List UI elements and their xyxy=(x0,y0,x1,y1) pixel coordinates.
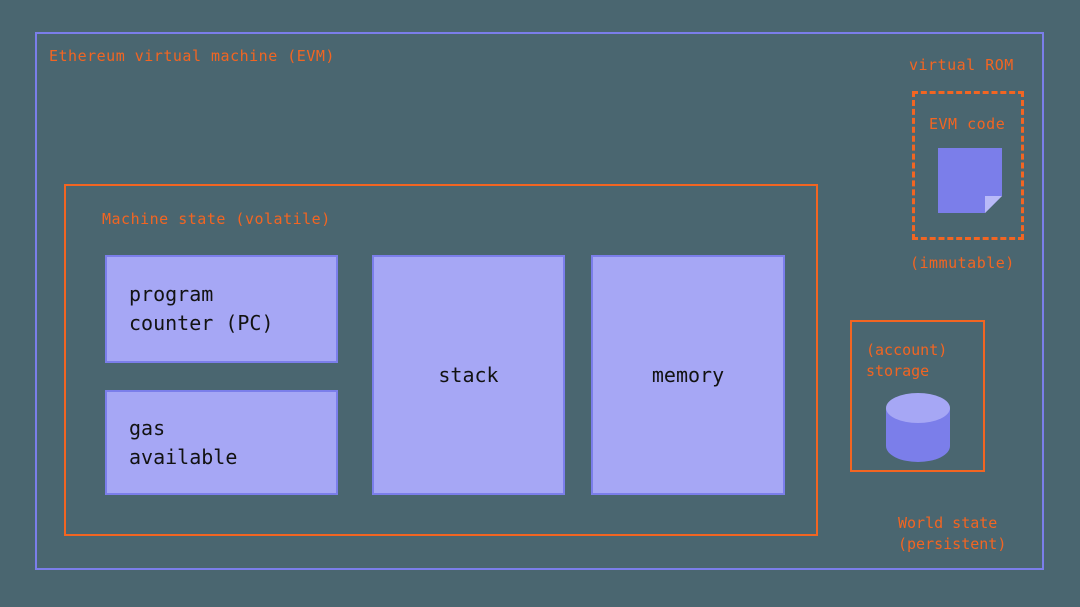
world-state-label: World state (persistent) xyxy=(898,514,1007,553)
memory-box: memory xyxy=(591,255,785,495)
account-storage-frame xyxy=(850,320,985,472)
virtual-rom-frame xyxy=(912,91,1024,240)
memory-label: memory xyxy=(651,362,725,387)
virtual-rom-title: virtual ROM xyxy=(909,56,1014,74)
immutable-note: (immutable) xyxy=(910,254,1015,272)
gas-available-label: gas available xyxy=(129,415,238,469)
program-counter-box: program counter (PC) xyxy=(105,255,338,363)
database-cylinder-icon xyxy=(886,393,950,462)
machine-state-frame xyxy=(64,184,818,536)
stack-box: stack xyxy=(372,255,565,495)
machine-state-title: Machine state (volatile) xyxy=(102,210,331,228)
gas-available-box: gas available xyxy=(105,390,338,495)
program-counter-label: program counter (PC) xyxy=(129,282,274,335)
evm-code-label: EVM code xyxy=(929,115,1006,133)
stack-label: stack xyxy=(438,362,499,387)
document-icon xyxy=(938,148,1002,213)
evm-outer-frame xyxy=(35,32,1044,570)
account-storage-label: (account) storage xyxy=(866,341,948,380)
evm-title: Ethereum virtual machine (EVM) xyxy=(49,47,335,65)
